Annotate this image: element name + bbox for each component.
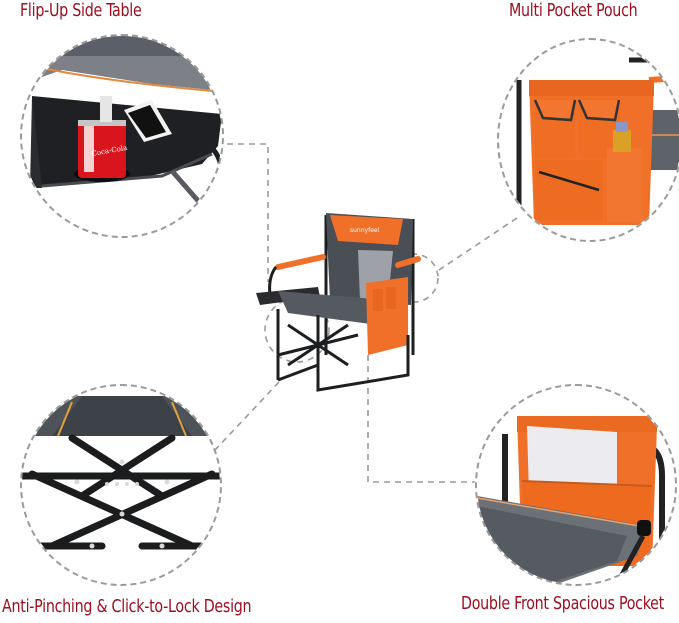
brand-logo: sunnyfeel <box>350 227 380 234</box>
feature-title-anti-pinching: Anti-Pinching & Click-to-Lock Design <box>2 596 252 617</box>
anti-pinching-detail-image <box>20 384 222 586</box>
feature-title-front-pocket: Double Front Spacious Pocket <box>461 593 665 614</box>
front-pocket-detail-image <box>475 384 677 586</box>
feature-title-pouch: Multi Pocket Pouch <box>509 0 638 21</box>
pouch-detail-image <box>497 38 679 242</box>
chair-main-image: sunnyfeel <box>256 213 421 392</box>
side-table-detail-image: Coca-Cola <box>20 34 224 238</box>
feature-title-side-table: Flip-Up Side Table <box>20 0 142 21</box>
